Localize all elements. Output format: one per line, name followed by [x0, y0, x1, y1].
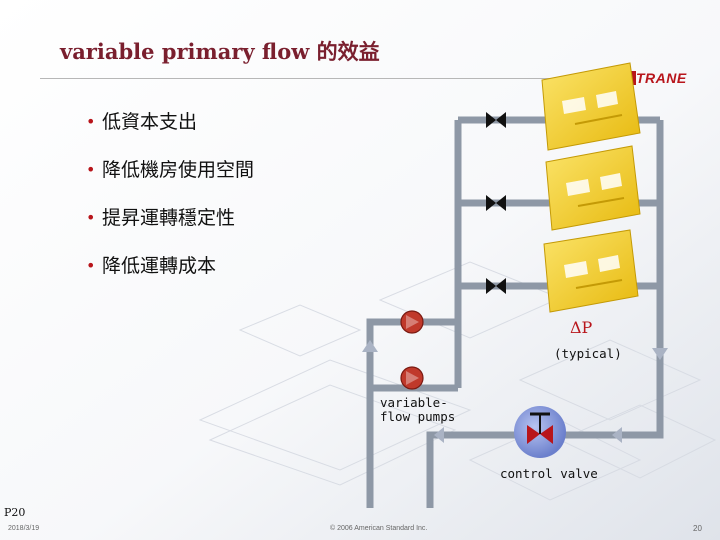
control-valve-label: control valve [500, 466, 598, 481]
flow-arrow-icon [612, 427, 622, 443]
slide-title: variable primary flow 的效益 [60, 39, 380, 64]
bowtie-valve-icon [486, 195, 506, 211]
bullet-dot-icon: • [86, 256, 96, 275]
bullet-item: •降低運轉成本 [86, 252, 254, 300]
footer-copyright: © 2006 American Standard Inc. [330, 525, 428, 532]
footer-page-number: 20 [693, 524, 702, 533]
pump-icon [400, 310, 424, 334]
differential-pressure-label: ΔP [570, 318, 593, 337]
bowtie-valve-icon [486, 278, 506, 294]
footer-date: 2018/3/19 [8, 525, 40, 532]
page-id: P20 [4, 506, 26, 519]
chiller-unit-icon [543, 229, 639, 313]
bullet-dot-icon: • [86, 208, 96, 227]
dp-note-label: (typical) [554, 346, 622, 361]
bowtie-valve-icon [486, 112, 506, 128]
pumps-label: variable-flow pumps [380, 395, 456, 424]
bullet-item: •低資本支出 [86, 108, 254, 156]
bullet-item: •降低機房使用空間 [86, 156, 254, 204]
control-valve-icon [514, 406, 566, 458]
bullet-item: •提昇運轉穩定性 [86, 204, 254, 252]
flow-arrow-icon [434, 427, 444, 443]
chiller-unit-icon [541, 62, 641, 151]
flow-arrow-icon [652, 348, 668, 360]
pump-icon [400, 366, 424, 390]
bullet-dot-icon: • [86, 112, 96, 131]
bullet-dot-icon: • [86, 160, 96, 179]
bullet-list: •低資本支出 •降低機房使用空間 •提昇運轉穩定性 •降低運轉成本 [86, 108, 254, 300]
brand-wordmark: TRANE [636, 70, 687, 86]
flow-arrow-icon [362, 340, 378, 352]
title-divider [40, 78, 600, 79]
chiller-unit-icon [545, 145, 641, 231]
